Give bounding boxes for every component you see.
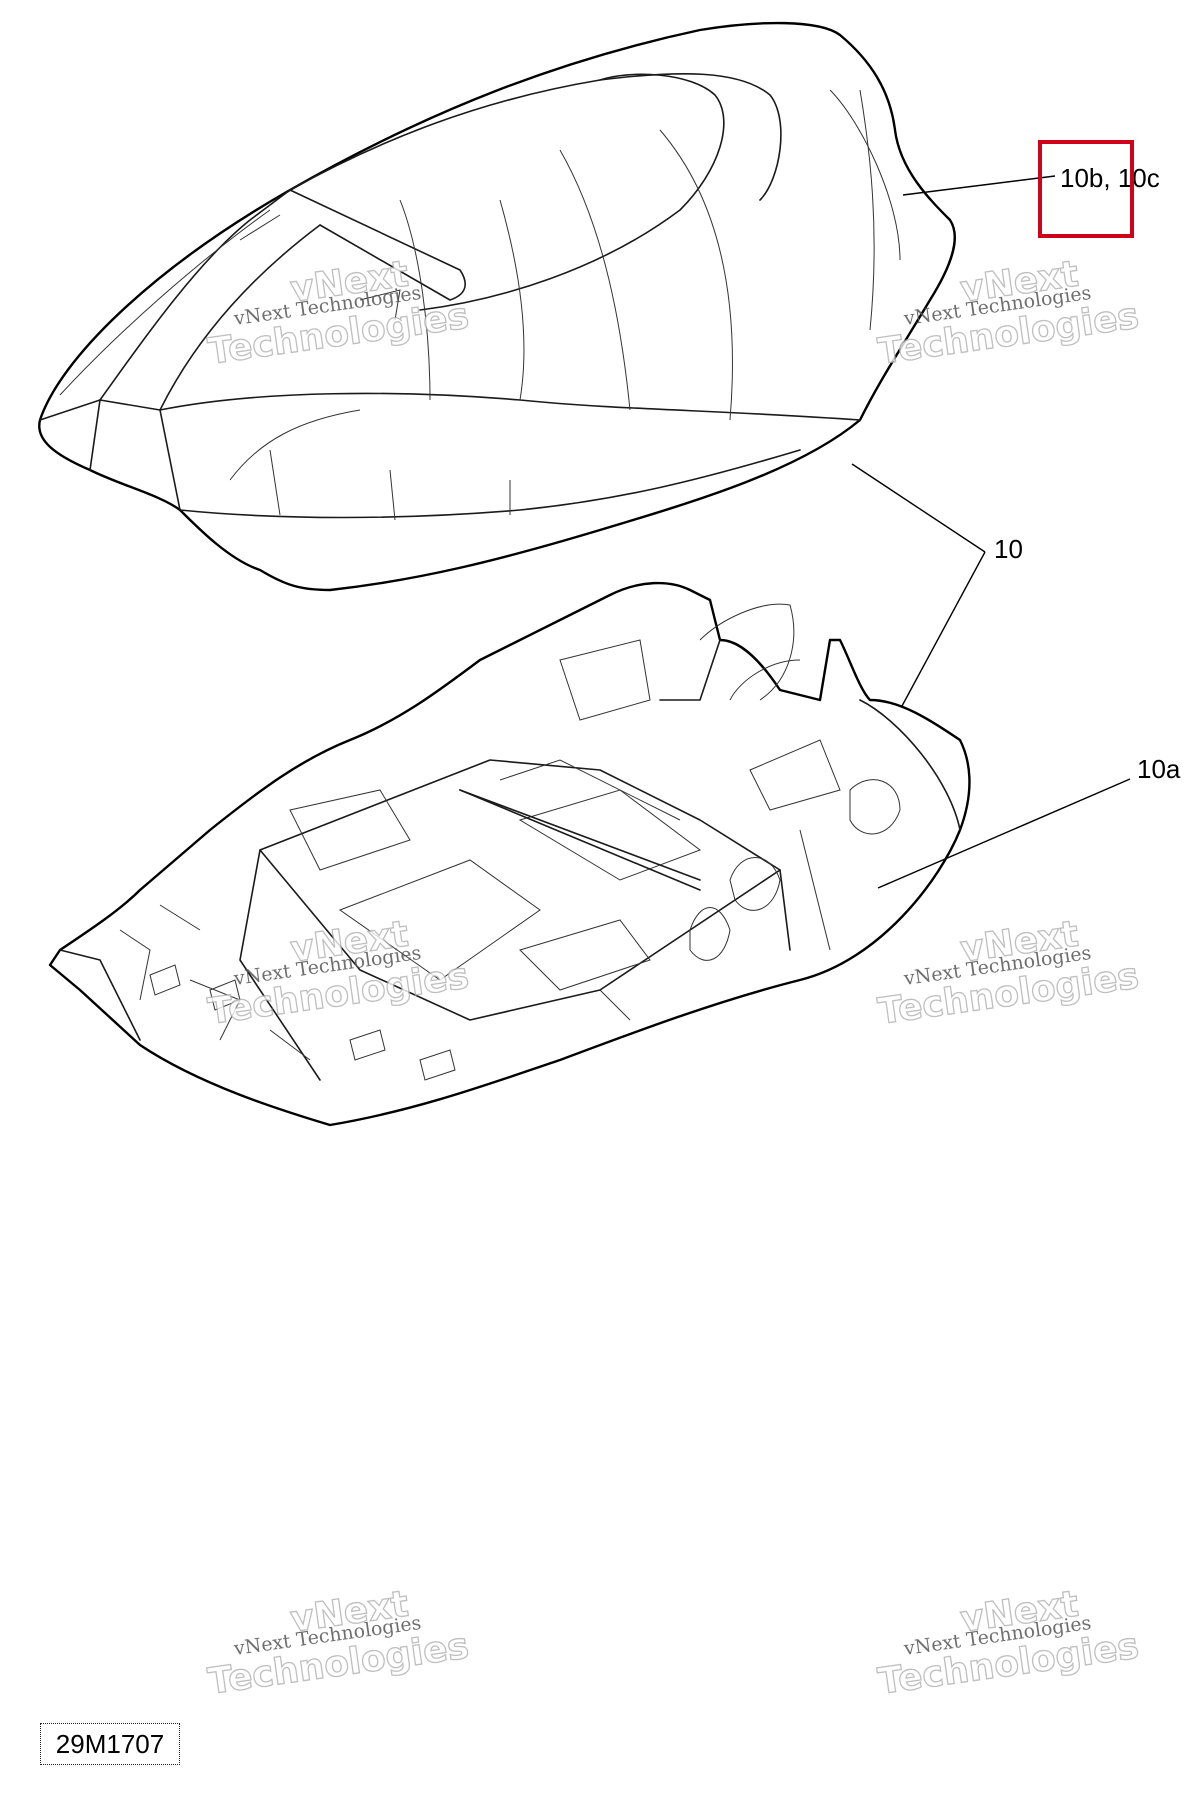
leader-seat-cover (902, 175, 1056, 196)
seat-base-drawing (48, 581, 971, 1127)
watermark-bottom-left: vNext vNext Technologies Technologies (205, 1583, 472, 1703)
watermark-middle-left: vNext vNext Technologies Technologies (205, 913, 472, 1033)
seat-cover-drawing (38, 21, 957, 592)
callout-seat-base[interactable]: 10a (1137, 754, 1181, 784)
callout-highlight-box (1038, 140, 1134, 238)
watermark-bottom-right: vNext vNext Technologies Technologies (875, 1583, 1142, 1703)
watermark-top-left: vNext vNext Technologies Technologies (205, 253, 472, 373)
watermark-top-right: vNext vNext Technologies Technologies (875, 253, 1142, 373)
callout-seat-cover[interactable]: 10b, 10c (1060, 163, 1160, 193)
figure-id: 29M1707 (55, 1728, 165, 1759)
watermark-middle-right: vNext vNext Technologies Technologies (875, 913, 1142, 1033)
figure-id-box: 29M1707 (40, 1723, 180, 1765)
leader-seat-base (877, 778, 1131, 889)
callout-seat-assembly[interactable]: 10 (994, 534, 1023, 564)
leader-seat-assembly-upper (851, 463, 986, 553)
leader-seat-assembly-lower (901, 551, 986, 707)
